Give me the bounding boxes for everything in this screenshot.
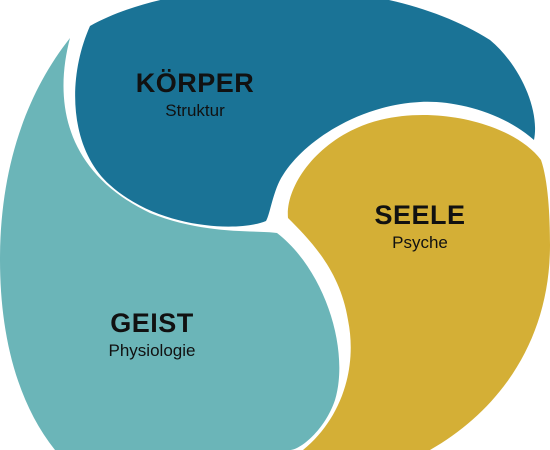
segment-geist [0, 38, 340, 450]
segment-koerper [75, 0, 536, 227]
segment-seele [287, 114, 550, 450]
geist-title: GEIST [110, 308, 194, 338]
label-seele: SEELE Psyche [320, 200, 520, 254]
seele-subtitle: Psyche [392, 233, 448, 252]
label-geist: GEIST Physiologie [52, 308, 252, 362]
seele-title: SEELE [374, 200, 466, 230]
koerper-title: KÖRPER [135, 68, 255, 98]
geist-subtitle: Physiologie [108, 341, 196, 360]
koerper-subtitle: Struktur [165, 101, 225, 120]
label-koerper: KÖRPER Struktur [95, 68, 295, 122]
